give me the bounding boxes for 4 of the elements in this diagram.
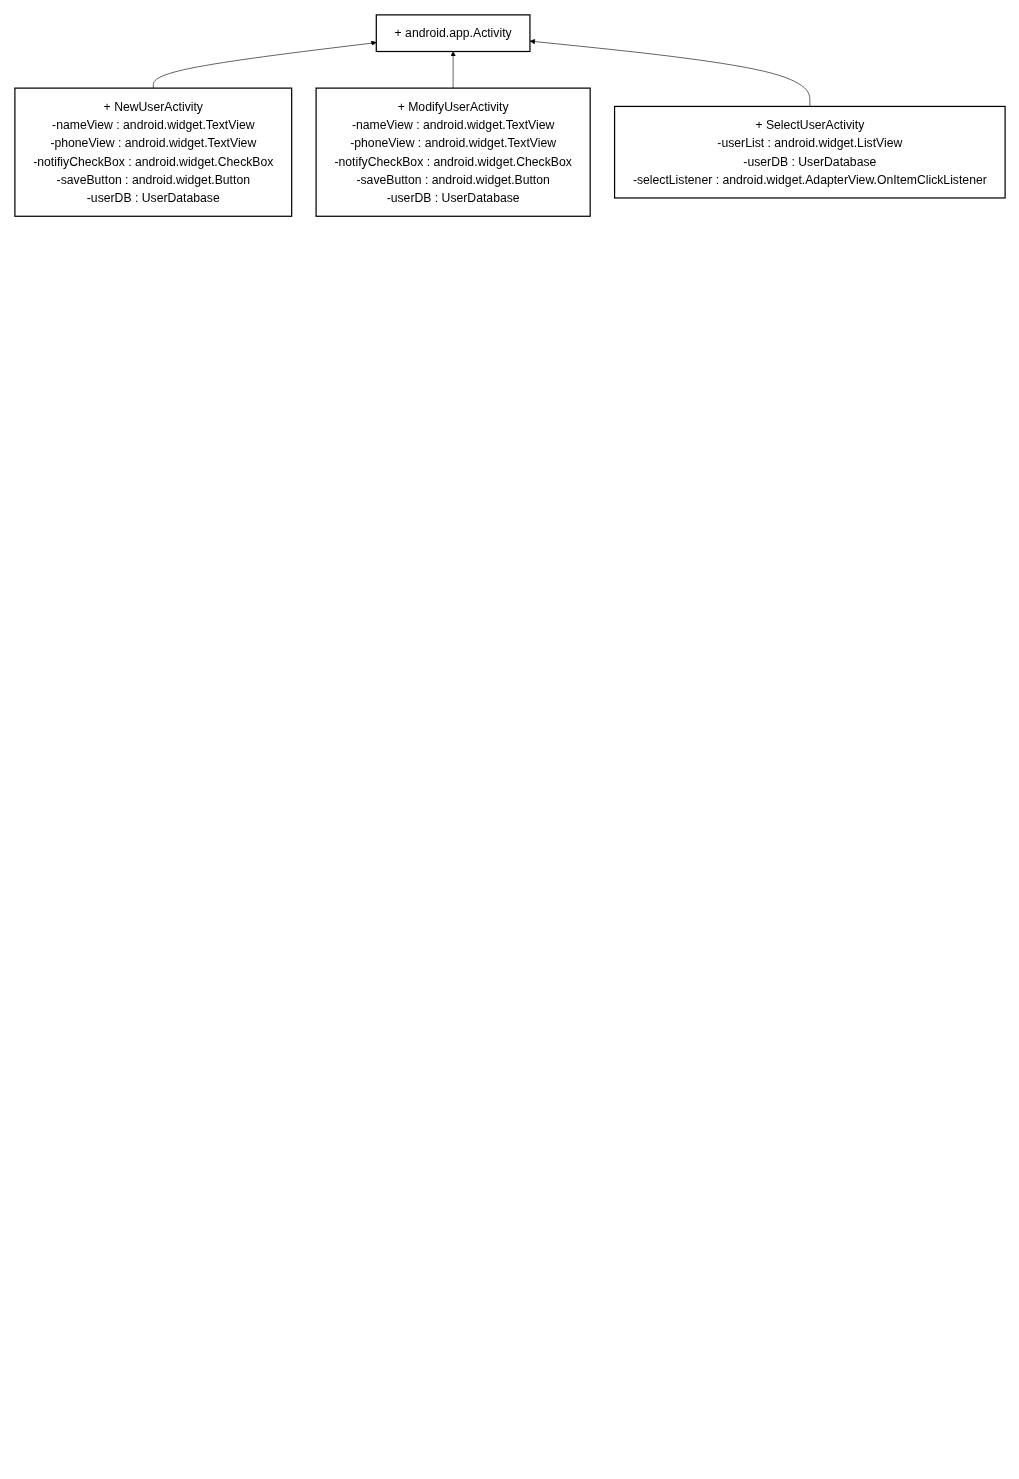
- node-box: + android.app.Activity: [375, 14, 531, 53]
- node-box: + NewUserActivity -nameView : android.widget.TextView -phoneView : android.widget.TextView -notifiyCheckBox : android.widget.CheckBox -saveButton : android.widget.Button -userDB : UserDatabase: [13, 87, 292, 217]
- node-box: + SelectUserActivity -userList : android.widget.ListView -userDB : UserDatabase -selectListener : android.widget.AdapterView.OnItemClickListener: [613, 105, 1006, 199]
- node-box: + ModifyUserActivity -nameView : android.widget.TextView -phoneView : android.widget.TextView -notifyCheckBox : android.widget.CheckBox -saveButton : android.widget.Button -userDB : UserDatabase: [314, 87, 591, 217]
